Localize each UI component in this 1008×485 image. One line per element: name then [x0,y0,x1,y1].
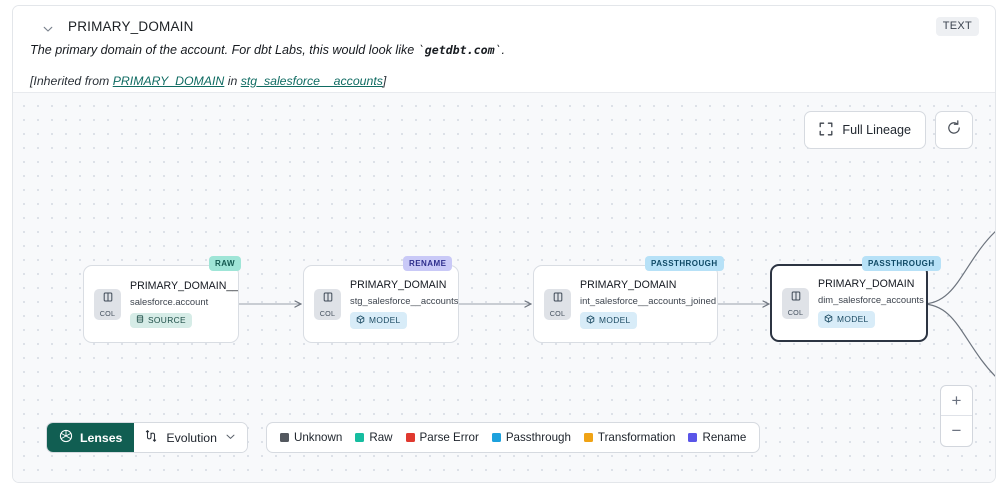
node-kind-badge: MODEL [580,312,637,329]
column-detail-panel: PRIMARY_DOMAIN TEXT The primary domain o… [12,5,996,483]
lineage-node-selected[interactable]: PASSTHROUGH COL PRIMARY_DOMAIN dim_sales… [770,256,941,342]
inherited-prefix: [Inherited from [30,74,113,88]
legend-swatch-raw [355,433,365,442]
node-body: PRIMARY_DOMAIN stg_salesforce__accounts … [350,279,458,329]
lenses-button[interactable]: Lenses [47,423,135,452]
inherited-mid: in [224,74,241,88]
full-lineage-button[interactable]: Full Lineage [804,111,926,149]
node-kind-label: MODEL [369,315,401,326]
legend-swatch-parse-error [405,433,415,442]
legend-swatch-unknown [279,433,289,442]
lineage-node[interactable]: RAW COL PRIMARY_DOMAIN__C salesforce.acc… [83,256,242,343]
columns-icon [552,290,564,308]
col-label: COL [549,309,566,318]
legend-label: Passthrough [505,431,571,444]
node-source: salesforce.account [130,295,209,307]
branch-icon [144,429,158,446]
inherited-column-link[interactable]: PRIMARY_DOMAIN [112,74,225,88]
zoom-controls: + − [940,385,973,447]
node-name: PRIMARY_DOMAIN [580,279,677,292]
aperture-icon [59,429,73,446]
legend-label: Unknown [293,431,343,444]
node-body: PRIMARY_DOMAIN dim_salesforce_accounts M… [818,278,924,328]
node-tag: RENAME [403,256,453,271]
cube-icon [824,314,833,325]
cube-icon [356,315,365,326]
columns-icon [790,289,802,307]
database-icon [136,315,144,325]
legend-item: Unknown [279,431,343,444]
node-body: PRIMARY_DOMAIN__C salesforce.account SOU… [130,280,238,329]
evolution-label: Evolution [166,430,217,445]
refresh-icon [946,119,962,141]
node-source: dim_salesforce_accounts [818,294,924,306]
page-title: PRIMARY_DOMAIN [68,19,194,34]
lineage-node[interactable]: RENAME COL PRIMARY_DOMAIN stg_salesforce… [303,256,459,343]
zoom-out-button[interactable]: − [951,421,962,440]
legend-item: Passthrough [491,431,571,444]
legend-label: Parse Error [419,431,479,444]
inherited-model-link[interactable]: stg_salesforce__accounts [240,74,383,88]
full-lineage-label: Full Lineage [842,123,911,137]
node-tag: PASSTHROUGH [645,256,724,271]
node-body: PRIMARY_DOMAIN int_salesforce__accounts_… [580,279,716,329]
node-name: PRIMARY_DOMAIN [818,278,915,291]
col-label: COL [319,309,336,318]
column-icon-badge: COL [94,288,121,320]
lineage-canvas[interactable]: Full Lineage RAW [13,92,995,482]
chevron-down-icon[interactable] [37,18,59,40]
node-tag: PASSTHROUGH [862,256,941,271]
node-source: stg_salesforce__accounts [350,295,458,307]
node-kind-label: MODEL [599,315,631,326]
legend-item: Transformation [583,431,676,444]
cube-icon [586,315,595,326]
column-icon-badge: COL [782,287,809,319]
legend-item: Raw [355,431,393,444]
column-icon-badge: COL [544,288,571,320]
lineage-legend: Unknown Raw Parse Error Passthrough Tran… [265,422,761,453]
legend-item: Parse Error [405,431,479,444]
columns-icon [322,290,334,308]
legend-swatch-passthrough [491,433,501,442]
description-code: getdbt.com [424,43,495,57]
node-name: PRIMARY_DOMAIN [350,279,447,292]
columns-icon [102,290,114,308]
evolution-dropdown[interactable]: Evolution [134,423,247,452]
chevron-down-icon [225,431,236,445]
node-kind-badge: MODEL [350,312,407,329]
column-description: The primary domain of the account. For d… [30,43,505,57]
zoom-in-button[interactable]: + [941,386,972,416]
refresh-button[interactable] [935,111,973,149]
inherited-suffix: ] [382,74,387,88]
node-kind-badge: MODEL [818,311,875,328]
node-kind-badge: SOURCE [130,312,192,329]
lineage-node[interactable]: PASSTHROUGH COL PRIMARY_DOMAIN int_sales… [533,256,724,343]
legend-label: Transformation [597,431,676,444]
inherited-from: [Inherited from PRIMARY_DOMAIN in stg_sa… [30,74,386,88]
col-label: COL [787,308,804,317]
lenses-group: Lenses Evolution [46,422,248,453]
canvas-bottom-bar: Lenses Evolution [46,422,761,453]
legend-swatch-transformation [583,433,593,442]
legend-swatch-rename [688,433,698,442]
node-tag: RAW [209,256,242,271]
column-icon-badge: COL [314,288,341,320]
col-label: COL [99,309,116,318]
node-kind-label: SOURCE [148,315,186,326]
status-badge: TEXT [935,17,979,36]
canvas-controls: Full Lineage [804,111,973,149]
node-kind-label: MODEL [837,314,869,325]
expand-icon [819,122,833,139]
node-name: PRIMARY_DOMAIN__C [130,279,238,292]
panel-header: PRIMARY_DOMAIN TEXT The primary domain o… [13,6,995,92]
node-source: int_salesforce__accounts_joined [580,295,717,307]
legend-label: Raw [369,431,393,444]
description-text-end: . [501,43,506,57]
legend-label: Rename [702,431,747,444]
lenses-label: Lenses [80,430,123,445]
legend-item: Rename [688,431,746,444]
description-text: The primary domain of the account. For d… [30,43,418,57]
